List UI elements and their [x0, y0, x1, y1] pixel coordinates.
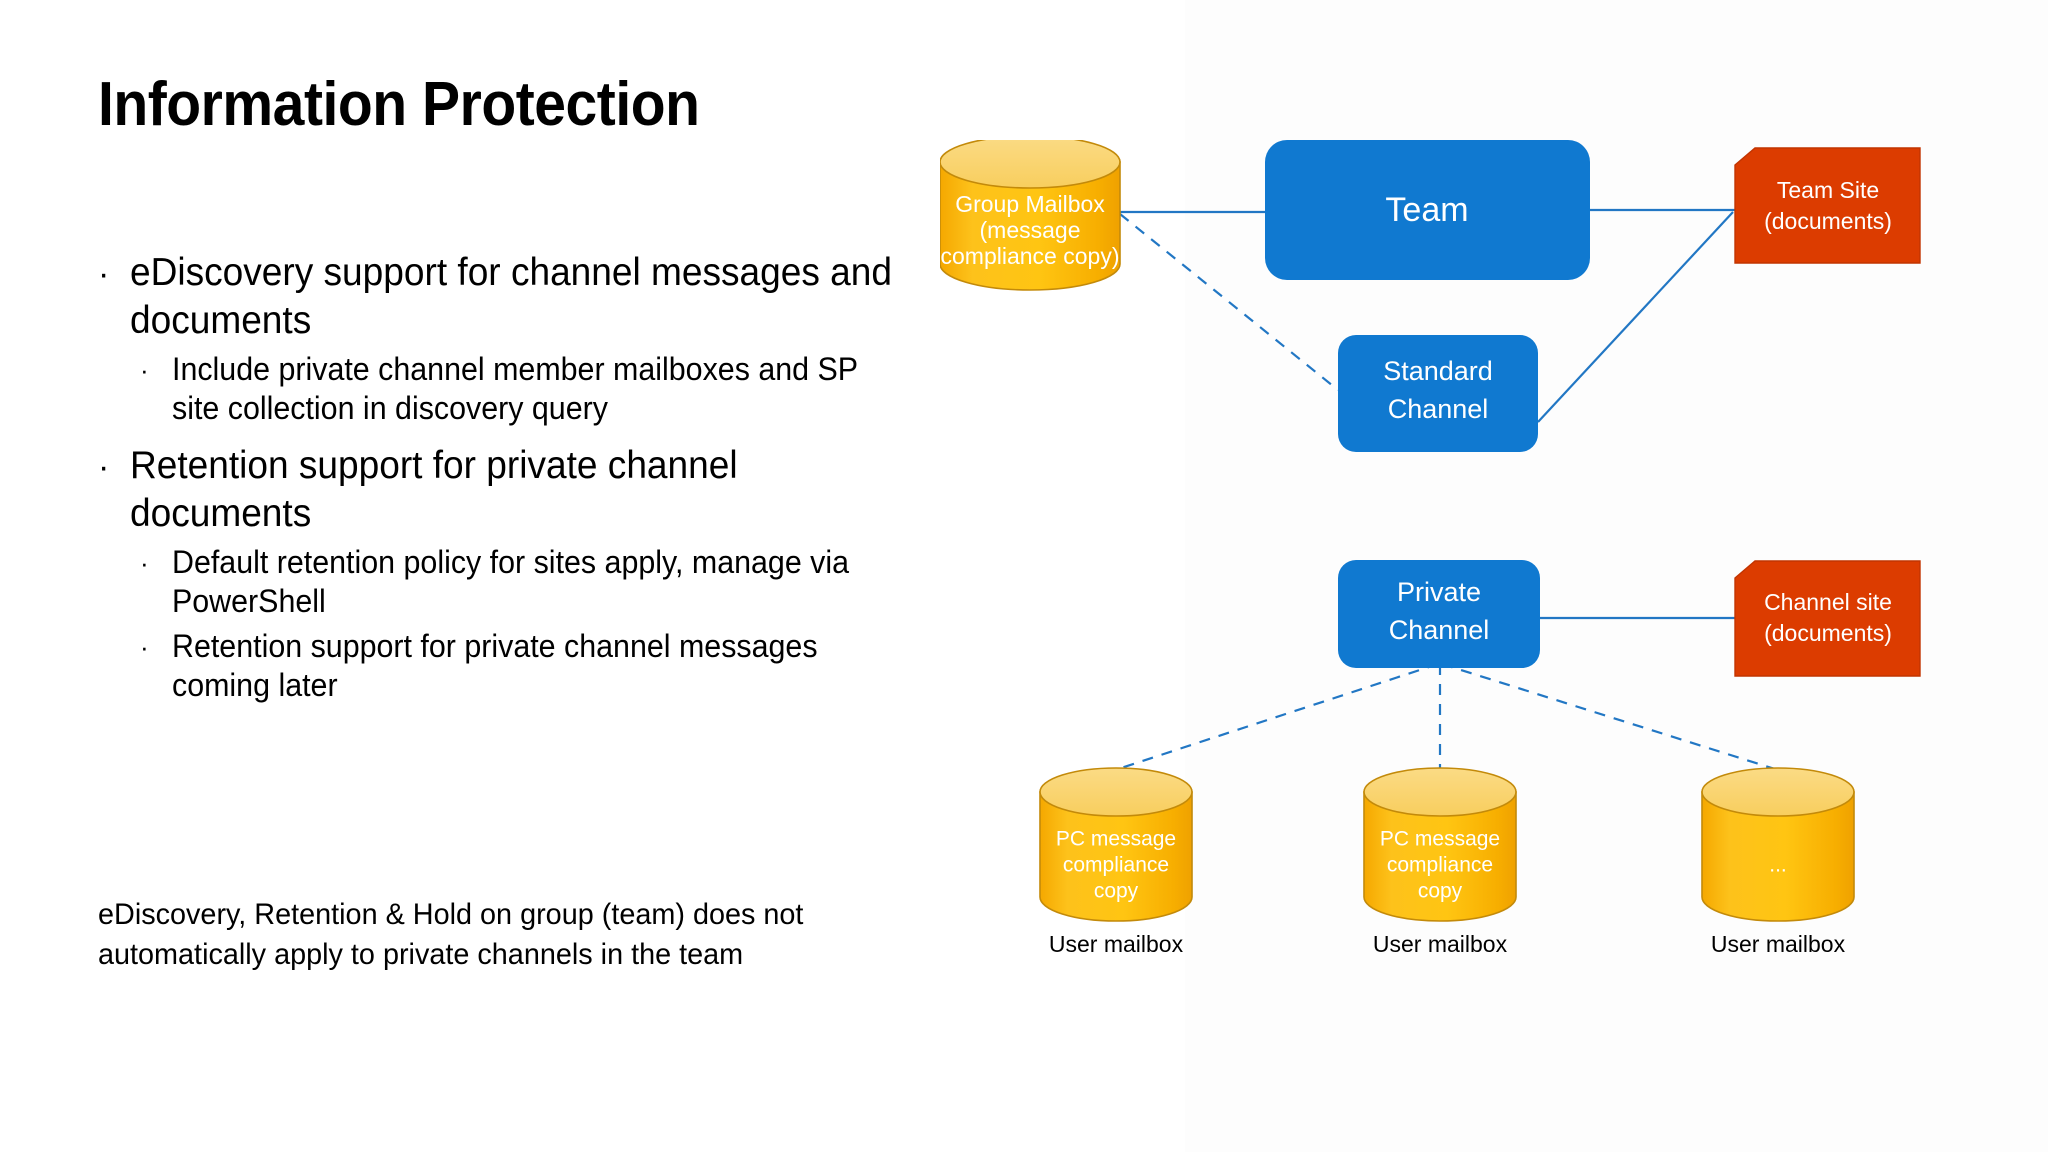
edge-private-channel-to-user-mailbox-3 [1441, 662, 1779, 772]
node-label-line-1: PC message [1380, 828, 1500, 851]
bullet-list: · eDiscovery support for channel message… [98, 235, 968, 708]
node-team[interactable]: Team [1265, 140, 1590, 280]
node-label-line-1: Team Site [1777, 177, 1879, 203]
footnote-text: eDiscovery, Retention & Hold on group (t… [98, 898, 804, 971]
cylinder-top [940, 140, 1121, 189]
node-user-mailbox-2[interactable]: PC message compliance copy User mailbox [1363, 767, 1517, 957]
node-private-channel[interactable]: Private Channel [1338, 560, 1540, 668]
node-label-line-1: Private [1397, 577, 1481, 607]
node-label-line-2: (documents) [1764, 208, 1892, 234]
node-standard-channel[interactable]: Standard Channel [1338, 335, 1538, 452]
cylinder-body [1701, 791, 1855, 922]
bullet-marker-icon: · [140, 548, 149, 579]
node-label-line-2: Channel [1388, 394, 1489, 424]
sub-bullet-item-2-2: · Retention support for private channel … [140, 627, 968, 705]
cylinder-top [1363, 767, 1517, 817]
rounded-rect [1338, 560, 1540, 668]
node-label-line-2: compliance [1063, 854, 1169, 877]
node-caption: User mailbox [1711, 931, 1846, 957]
node-label-line-1: Channel site [1764, 589, 1892, 615]
bullet-marker-icon: · [98, 255, 110, 293]
edge-group-mailbox-to-standard-channel [1119, 213, 1339, 391]
sub-bullet-item-1-1: · Include private channel member mailbox… [140, 350, 968, 428]
node-label-line-3: copy [1094, 880, 1139, 903]
node-label: Team [1385, 191, 1468, 229]
node-label-line-2: compliance [1387, 854, 1493, 877]
bullet-marker-icon: · [98, 448, 110, 487]
bullet-item-1: · eDiscovery support for channel message… [98, 249, 968, 344]
cylinder-body [1363, 791, 1517, 922]
node-channel-site[interactable]: Channel site (documents) [1734, 560, 1921, 677]
sub-bullet-item-2-1: · Default retention policy for sites app… [140, 543, 968, 621]
doc-tag-shape [1734, 560, 1921, 677]
sub-bullet-text: Include private channel member mailboxes… [172, 351, 858, 427]
cylinder-body [940, 161, 1121, 291]
node-caption: User mailbox [1373, 931, 1508, 957]
rounded-rect [1338, 335, 1538, 452]
doc-tag-shape [1734, 147, 1921, 264]
sub-bullet-text: Retention support for private channel me… [172, 628, 818, 704]
connector-group [1114, 208, 1779, 772]
node-label-line-1: PC message [1056, 828, 1176, 851]
rounded-rect [1265, 140, 1590, 280]
architecture-diagram: Group Mailbox (message compliance copy) … [940, 140, 1970, 1020]
cylinder-top [1039, 767, 1193, 817]
bullet-text: eDiscovery support for channel messages … [130, 251, 892, 342]
cylinder-top [1701, 767, 1855, 817]
node-label-line-3: compliance copy) [941, 243, 1120, 269]
node-team-site[interactable]: Team Site (documents) [1734, 147, 1921, 264]
bullet-item-2: · Retention support for private channel … [98, 442, 968, 537]
bullet-text: Retention support for private channel do… [130, 444, 738, 535]
bullet-marker-icon: · [140, 632, 149, 663]
node-user-mailbox-3[interactable]: ... User mailbox [1701, 767, 1855, 957]
edge-private-channel-to-user-mailbox-1 [1114, 662, 1439, 772]
node-label-line-3: copy [1418, 880, 1463, 903]
node-label-line-1: ... [1769, 854, 1787, 877]
edge-standard-channel-to-team-site [1537, 211, 1734, 423]
node-label-line-1: Standard [1383, 356, 1493, 386]
sub-bullet-text: Default retention policy for sites apply… [172, 544, 850, 620]
node-label-line-2: (documents) [1764, 620, 1892, 646]
node-label-line-1: Group Mailbox [955, 191, 1105, 217]
node-group-mailbox[interactable]: Group Mailbox (message compliance copy) [940, 140, 1121, 291]
node-caption: User mailbox [1049, 931, 1184, 957]
node-label-line-2: (message [980, 217, 1081, 243]
node-label-line-2: Channel [1389, 615, 1490, 645]
node-user-mailbox-1[interactable]: PC message compliance copy User mailbox [1039, 767, 1193, 957]
bullet-marker-icon: · [140, 355, 149, 386]
cylinder-body [1039, 791, 1193, 922]
page-title: Information Protection [98, 70, 700, 139]
